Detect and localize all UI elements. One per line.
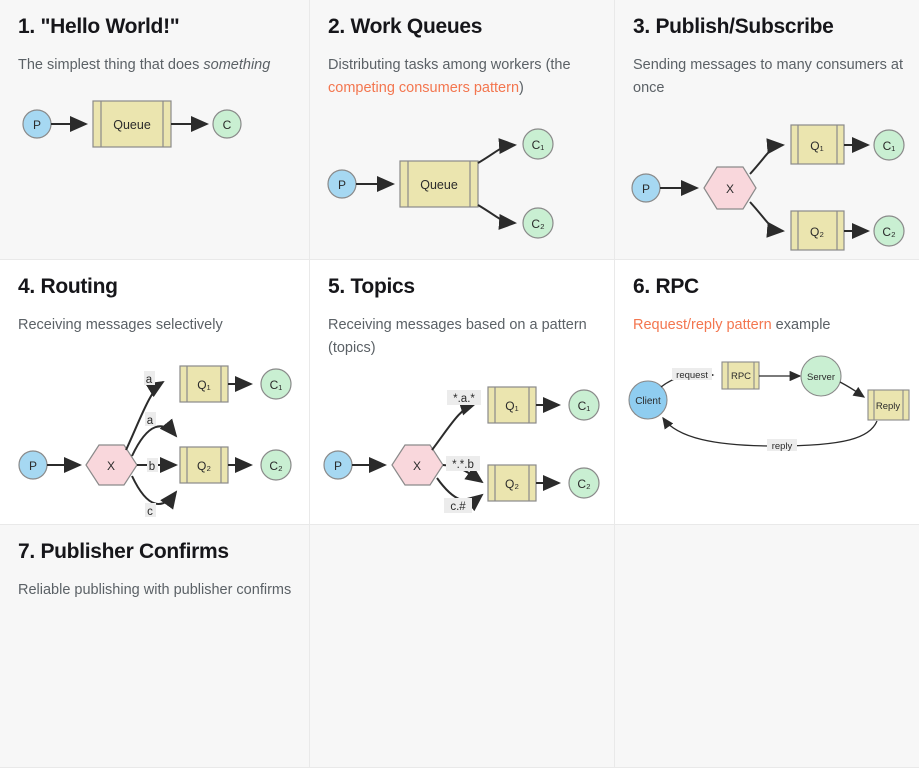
card-description: Receiving messages selectively xyxy=(18,317,223,334)
desc-emphasis: something xyxy=(203,57,271,74)
node-queue-2: Q₂ xyxy=(790,210,845,251)
node-consumer-1: C₁ xyxy=(522,128,554,160)
desc-text-tail: ) xyxy=(519,79,524,96)
edge-label-a2: a xyxy=(147,415,154,427)
svg-text:RPC: RPC xyxy=(731,371,751,382)
tutorial-card-publish-subscribe[interactable]: 3. Publish/Subscribe Sending messages to… xyxy=(615,0,919,260)
svg-text:C₂: C₂ xyxy=(269,459,283,473)
card-description: The simplest thing that does something xyxy=(18,54,293,76)
node-client: Client xyxy=(628,380,668,420)
node-consumer-1: C₁ xyxy=(260,368,292,400)
edge-label-topic-1: *.a.* xyxy=(453,393,475,405)
node-producer: P xyxy=(323,450,353,480)
card-description: Reliable publishing with publisher confi… xyxy=(18,582,292,599)
node-queue: Queue xyxy=(92,100,172,148)
node-producer: P xyxy=(22,109,52,139)
edge-label-c: c xyxy=(147,506,153,518)
svg-text:C₁: C₁ xyxy=(532,138,545,152)
svg-text:P: P xyxy=(334,459,342,473)
desc-text: example xyxy=(771,317,831,334)
svg-text:P: P xyxy=(29,459,37,473)
svg-text:Q₁: Q₁ xyxy=(505,399,518,413)
desc-link[interactable]: Request/reply pattern xyxy=(633,317,772,334)
svg-text:X: X xyxy=(107,459,115,473)
svg-text:P: P xyxy=(642,182,650,196)
tutorial-card-publisher-confirms[interactable]: 7. Publisher Confirms Reliable publishin… xyxy=(0,525,310,768)
svg-text:Q₂: Q₂ xyxy=(505,477,519,491)
svg-text:Queue: Queue xyxy=(113,118,151,132)
node-reply-queue: Reply xyxy=(867,389,910,421)
card-title: 5. Topics xyxy=(328,275,415,298)
card-title: 3. Publish/Subscribe xyxy=(633,15,834,38)
node-server: Server xyxy=(800,355,842,397)
svg-text:X: X xyxy=(413,459,421,473)
svg-text:P: P xyxy=(33,118,41,132)
node-queue-2: Q₂ xyxy=(179,446,229,484)
svg-text:C₁: C₁ xyxy=(270,378,283,392)
node-consumer-1: C₁ xyxy=(568,389,600,421)
node-queue-1: Q₁ xyxy=(487,386,537,424)
tutorial-card-topics[interactable]: 5. Topics Receiving messages based on a … xyxy=(310,260,615,525)
desc-text: Distributing tasks among workers (the xyxy=(328,57,571,74)
edge-label-topic-3: c.# xyxy=(450,501,466,513)
svg-text:X: X xyxy=(726,182,734,196)
tutorial-card-empty-1 xyxy=(310,525,615,768)
node-queue-1: Q₁ xyxy=(179,365,229,403)
node-producer: P xyxy=(631,173,661,203)
node-consumer: C xyxy=(212,109,242,139)
svg-text:C₂: C₂ xyxy=(577,477,591,491)
svg-text:C₁: C₁ xyxy=(883,139,896,153)
svg-text:C: C xyxy=(223,118,232,132)
node-consumer-2: C₂ xyxy=(260,449,292,481)
svg-text:Q₁: Q₁ xyxy=(197,378,210,392)
edge-label-topic-2: *.*.b xyxy=(452,459,474,471)
desc-text: The simplest thing that does xyxy=(18,57,204,74)
svg-text:Queue: Queue xyxy=(420,178,458,192)
edge-label-a1: a xyxy=(146,374,153,386)
svg-text:Q₁: Q₁ xyxy=(810,139,823,153)
card-title: 1. "Hello World!" xyxy=(18,15,180,38)
svg-text:Q₂: Q₂ xyxy=(810,225,824,239)
edge-label-b: b xyxy=(149,461,155,473)
tutorial-card-hello-world[interactable]: 1. "Hello World!" The simplest thing tha… xyxy=(0,0,310,260)
node-queue: Queue xyxy=(399,160,479,208)
card-description: Receiving messages based on a pattern (t… xyxy=(328,317,587,356)
edge-label-request: request xyxy=(676,370,708,381)
node-consumer-1: C₁ xyxy=(873,129,905,161)
svg-text:Server: Server xyxy=(807,372,835,383)
node-consumer-2: C₂ xyxy=(568,467,600,499)
card-title: 4. Routing xyxy=(18,275,118,298)
node-exchange: X xyxy=(85,444,138,486)
tutorial-card-work-queues[interactable]: 2. Work Queues Distributing tasks among … xyxy=(310,0,615,260)
tutorial-card-rpc[interactable]: 6. RPC Request/reply pattern example Cli… xyxy=(615,260,919,525)
card-title: 7. Publisher Confirms xyxy=(18,540,229,563)
node-exchange: X xyxy=(391,444,444,486)
node-queue-1: Q₁ xyxy=(790,124,845,165)
svg-text:Client: Client xyxy=(635,396,661,407)
tutorial-card-routing[interactable]: 4. Routing Receiving messages selectivel… xyxy=(0,260,310,525)
node-producer: P xyxy=(327,169,357,199)
svg-text:Q₂: Q₂ xyxy=(197,459,211,473)
card-description: Distributing tasks among workers (the co… xyxy=(328,54,598,99)
edge-label-reply: reply xyxy=(772,441,793,452)
card-title: 2. Work Queues xyxy=(328,15,483,38)
svg-text:C₂: C₂ xyxy=(531,217,545,231)
svg-text:P: P xyxy=(338,178,346,192)
node-producer: P xyxy=(18,450,48,480)
node-consumer-2: C₂ xyxy=(873,215,905,247)
tutorial-card-empty-2 xyxy=(615,525,919,768)
svg-text:Reply: Reply xyxy=(876,401,901,412)
card-description: Sending messages to many consumers at on… xyxy=(633,57,903,96)
card-description: Request/reply pattern example xyxy=(633,314,903,336)
desc-link[interactable]: competing consumers pattern xyxy=(328,79,520,96)
node-rpc-queue: RPC xyxy=(721,361,760,390)
node-exchange: X xyxy=(703,166,757,210)
svg-text:C₂: C₂ xyxy=(882,225,896,239)
card-title: 6. RPC xyxy=(633,275,699,298)
node-consumer-2: C₂ xyxy=(522,207,554,239)
svg-text:C₁: C₁ xyxy=(578,399,591,413)
node-queue-2: Q₂ xyxy=(487,464,537,502)
